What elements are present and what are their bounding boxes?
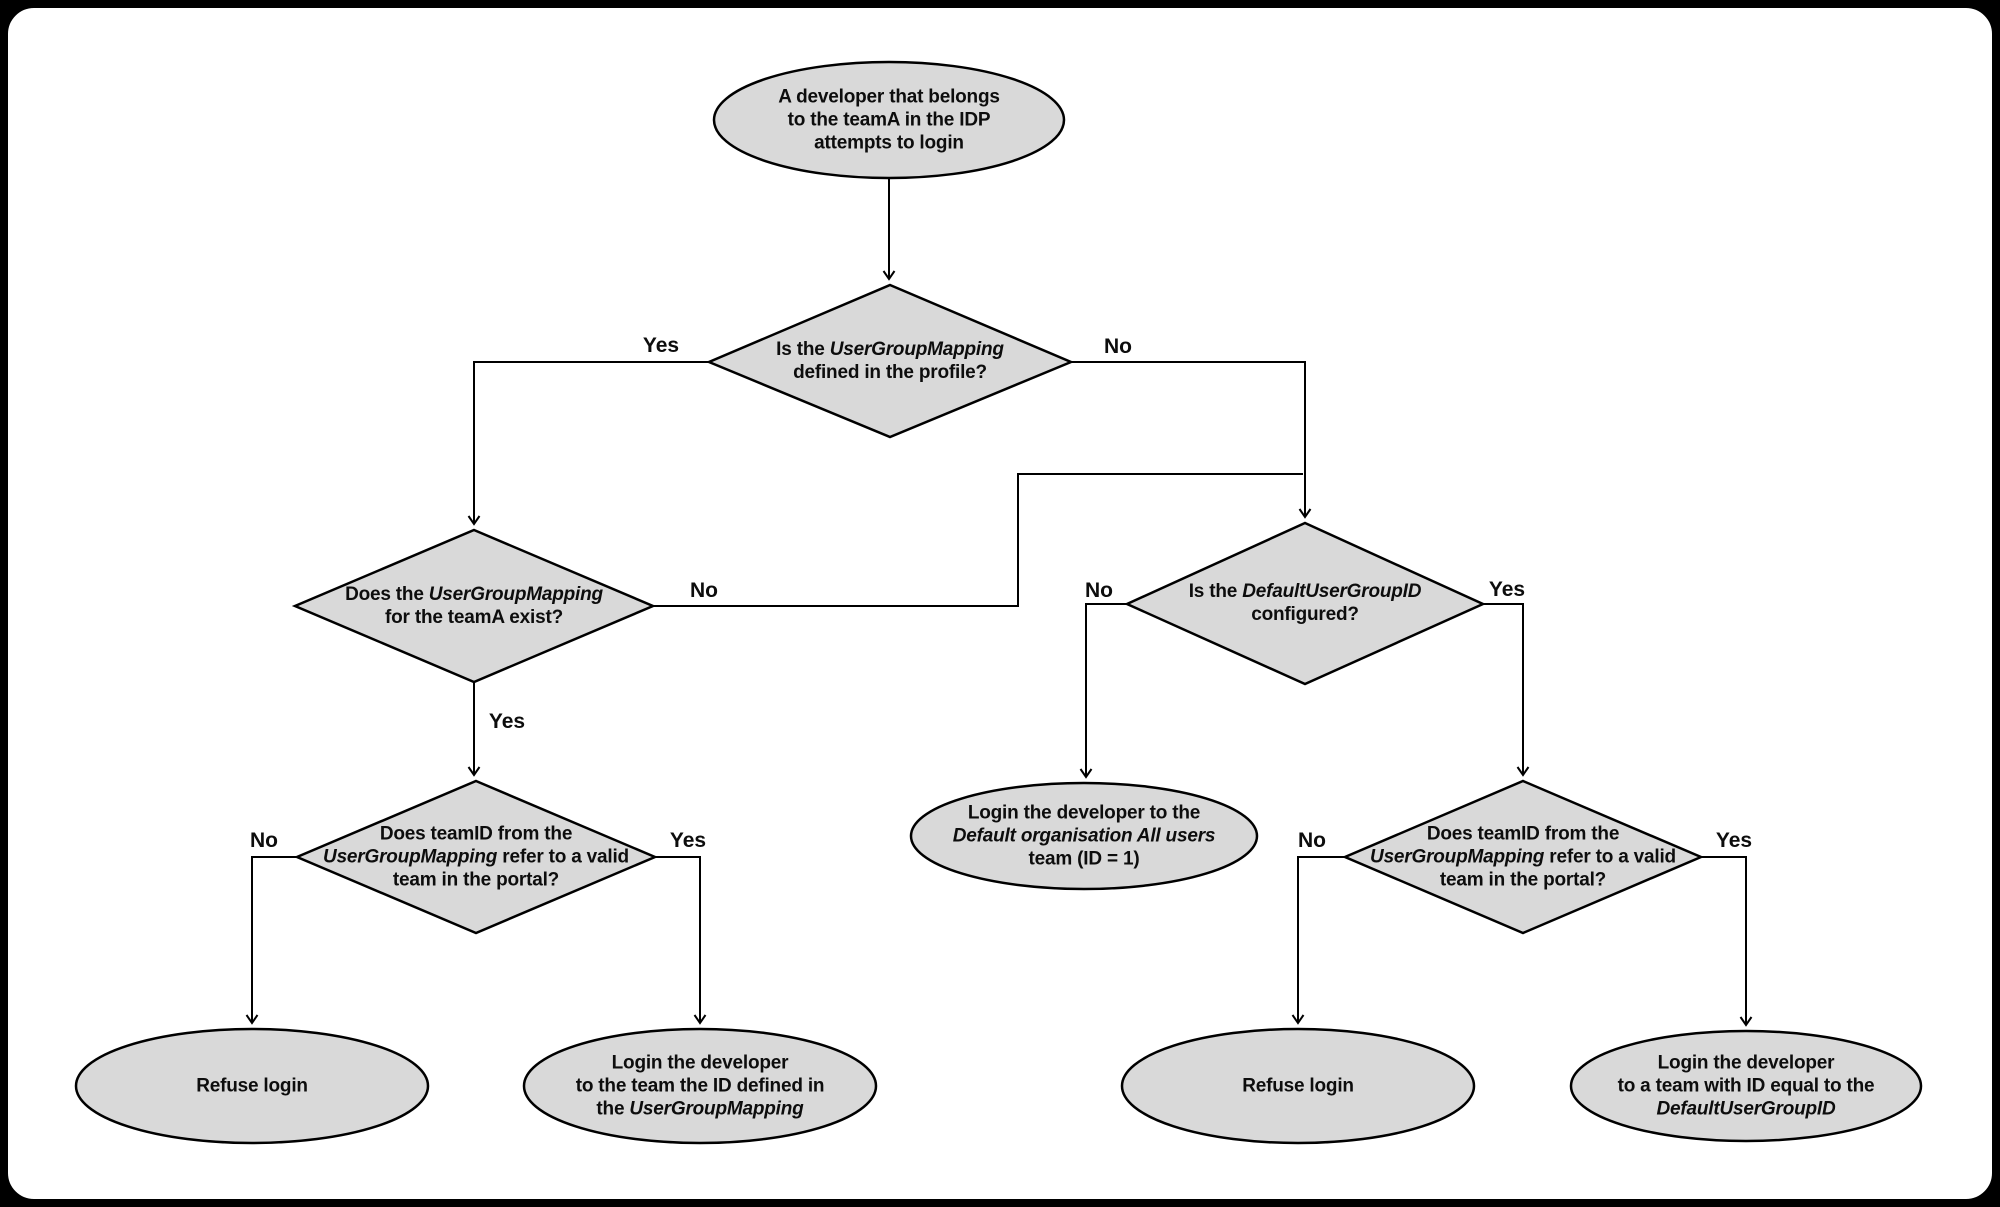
node-login-ugm-team: Login the developer to the team the ID d… xyxy=(576,1052,825,1121)
text-line: Refuse login xyxy=(196,1075,308,1097)
text-line: attempts to login xyxy=(814,132,964,154)
text-line: to the teamA in the IDP xyxy=(787,109,991,131)
node-default-configured: Is the DefaultUserGroupID configured? xyxy=(1189,580,1422,626)
edge-label-no: No xyxy=(250,829,278,852)
connector-no-to-refuse-right xyxy=(1291,856,1345,1025)
text-line: UserGroupMapping refer to a valid xyxy=(323,846,629,868)
teamid-valid-left-diamond-shape xyxy=(293,779,659,935)
teamid-valid-right-diamond-shape xyxy=(1341,779,1705,935)
text-line: Does teamID from the xyxy=(1426,823,1620,845)
text-line: Is the DefaultUserGroupID xyxy=(1188,581,1422,602)
text-line: for the teamA exist? xyxy=(385,607,563,628)
text-line: team (ID = 1) xyxy=(1028,848,1140,870)
text-line: UserGroupMapping refer to a valid xyxy=(1370,846,1676,868)
connector-no-to-default-configured xyxy=(1071,361,1312,519)
connector-yes-to-login-ugm-team xyxy=(655,856,707,1025)
edge-label-yes: Yes xyxy=(669,829,707,852)
node-login-default-id: Login the developer to a team with ID eq… xyxy=(1618,1052,1875,1121)
node-login-default-org: Login the developer to the Default organ… xyxy=(953,802,1216,871)
text-line: team in the portal? xyxy=(1439,869,1607,891)
edge-label-no: No xyxy=(690,579,718,602)
text-line: Does teamID from the xyxy=(379,823,573,845)
text-line: Login the developer xyxy=(1657,1052,1835,1074)
node-teamid-valid-right: Does teamID from the UserGroupMapping re… xyxy=(1370,823,1676,892)
connector-yes-to-ugm-exists xyxy=(467,361,709,526)
node-teamid-valid-left: Does teamID from the UserGroupMapping re… xyxy=(323,823,629,892)
node-ugm-exists: Does the UserGroupMapping for the teamA … xyxy=(345,583,603,629)
edge-label-no: No xyxy=(1104,335,1132,358)
edge-label-yes: Yes xyxy=(642,334,680,357)
ugm-defined-diamond-shape xyxy=(705,283,1075,439)
text-line: to the team the ID defined in xyxy=(575,1075,825,1097)
text-line: Is the UserGroupMapping xyxy=(776,339,1004,360)
edge-label-yes: Yes xyxy=(1488,578,1526,601)
connector-yes-to-login-default-id xyxy=(1701,856,1753,1027)
refuse-left-ellipse-shape xyxy=(74,1027,430,1145)
text-line: Refuse login xyxy=(1242,1075,1354,1097)
edge-label-no: No xyxy=(1085,579,1113,602)
node-refuse-right: Refuse login xyxy=(1242,1075,1354,1098)
text-line: A developer that belongs xyxy=(778,86,1000,108)
node-refuse-left: Refuse login xyxy=(196,1075,308,1098)
node-start: A developer that belongs to the teamA in… xyxy=(778,86,1000,155)
login-default-org-ellipse-shape xyxy=(909,781,1259,891)
connector-yes-to-teamid-valid-right xyxy=(1483,603,1530,777)
default-configured-diamond-shape xyxy=(1123,521,1487,686)
text-line: Does the UserGroupMapping xyxy=(345,584,603,605)
text-line: team in the portal? xyxy=(392,869,560,891)
edge-label-yes: Yes xyxy=(488,710,526,733)
text-line: defined in the profile? xyxy=(793,362,987,383)
text-line: DefaultUserGroupID xyxy=(1656,1098,1836,1120)
text-line: configured? xyxy=(1251,604,1359,625)
node-ugm-defined: Is the UserGroupMapping defined in the p… xyxy=(776,338,1004,384)
edge-label-no: No xyxy=(1298,829,1326,852)
text-line: Default organisation All users xyxy=(952,825,1216,847)
edge-label-yes: Yes xyxy=(1715,829,1753,852)
start-ellipse-shape xyxy=(712,60,1066,180)
text-line: to a team with ID equal to the xyxy=(1617,1075,1875,1097)
text-line: Login the developer xyxy=(611,1052,789,1074)
ugm-exists-diamond-shape xyxy=(291,528,657,684)
refuse-right-ellipse-shape xyxy=(1120,1027,1476,1145)
text-line: Login the developer to the xyxy=(967,802,1201,824)
text-line: the UserGroupMapping xyxy=(596,1098,804,1120)
connector-no-to-refuse-left xyxy=(245,856,297,1025)
login-ugm-team-ellipse-shape xyxy=(522,1027,878,1145)
login-default-id-ellipse-shape xyxy=(1569,1029,1923,1143)
connector-no-merge-to-default-configured xyxy=(653,473,1303,607)
connector-no-to-login-default-org xyxy=(1079,603,1127,779)
